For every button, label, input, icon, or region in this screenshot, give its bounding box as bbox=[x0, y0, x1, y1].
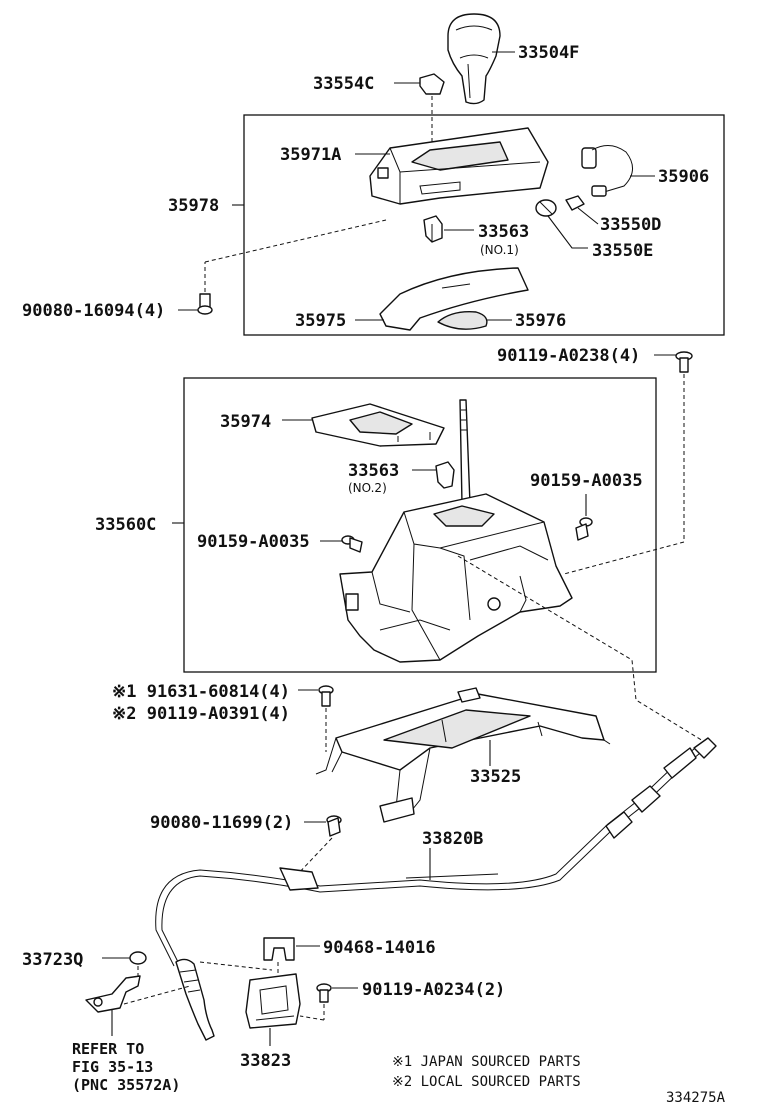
reference-line1: REFER TO bbox=[72, 1040, 144, 1058]
label-90080-11699: 90080-11699(2) bbox=[150, 813, 293, 833]
bulb bbox=[565, 195, 585, 211]
label-33554C: 33554C bbox=[313, 74, 374, 94]
label-90080-16094: 90080-16094(4) bbox=[22, 301, 165, 321]
label-33563-no2: 33563 bbox=[348, 461, 399, 481]
label-33550D: 33550D bbox=[600, 215, 661, 235]
label-35974: 35974 bbox=[220, 412, 271, 432]
shift-indicator-housing bbox=[369, 127, 549, 205]
reference-line3: (PNC 35572A) bbox=[72, 1076, 180, 1094]
shift-lever-housing bbox=[339, 493, 573, 663]
label-33525: 33525 bbox=[470, 767, 521, 787]
label-33550E: 33550E bbox=[592, 241, 653, 261]
bolt-90080-11699 bbox=[326, 815, 342, 837]
label-90468-14016: 90468-14016 bbox=[323, 938, 436, 958]
label-33823: 33823 bbox=[240, 1051, 291, 1071]
label-90119-A0391: ※2 90119-A0391(4) bbox=[112, 704, 290, 724]
cable-end-bracket bbox=[85, 975, 141, 1013]
upper-assembly-frame bbox=[243, 114, 725, 336]
label-35975: 35975 bbox=[295, 311, 346, 331]
label-33563-no2-sub: (NO.2) bbox=[348, 481, 387, 495]
slide-plate bbox=[437, 311, 488, 330]
cable-bracket bbox=[245, 973, 301, 1029]
label-90159-A0035-right: 90159-A0035 bbox=[530, 471, 643, 491]
bolt-90159-A0035-right bbox=[575, 517, 593, 541]
bolt-90159-A0035-left bbox=[341, 535, 363, 553]
release-button bbox=[419, 73, 445, 95]
shift-lever bbox=[459, 399, 471, 505]
label-35976: 35976 bbox=[515, 311, 566, 331]
lower-assembly-frame bbox=[183, 377, 657, 673]
label-33563-no1-sub: (NO.1) bbox=[480, 243, 519, 257]
diagram-id: 334275A bbox=[666, 1090, 726, 1106]
position-plate bbox=[311, 403, 445, 447]
label-35971A: 35971A bbox=[280, 145, 341, 165]
label-90119-A0238: 90119-A0238(4) bbox=[497, 346, 640, 366]
bulb-socket bbox=[535, 199, 557, 217]
clip-no2 bbox=[435, 461, 455, 489]
shift-lever-bracket bbox=[315, 687, 611, 823]
bolt-90119-A0234 bbox=[316, 983, 332, 1003]
reference-line2: FIG 35-13 bbox=[72, 1058, 153, 1076]
wire-harness bbox=[581, 145, 633, 197]
label-33723Q: 33723Q bbox=[22, 950, 83, 970]
label-33560C: 33560C bbox=[95, 515, 156, 535]
control-cable bbox=[155, 737, 717, 1041]
clip-90468-14016 bbox=[263, 937, 295, 961]
note-local-sourced: ※2 LOCAL SOURCED PARTS bbox=[392, 1074, 581, 1090]
clip-no1 bbox=[423, 215, 443, 243]
label-35978: 35978 bbox=[168, 196, 219, 216]
label-33563-no1: 33563 bbox=[478, 222, 529, 242]
label-33504F: 33504F bbox=[518, 43, 579, 63]
label-90159-A0035-left: 90159-A0035 bbox=[197, 532, 310, 552]
cable-bushing bbox=[129, 951, 147, 965]
label-33820B: 33820B bbox=[422, 829, 483, 849]
label-35906: 35906 bbox=[658, 167, 709, 187]
label-91631-60814: ※1 91631-60814(4) bbox=[112, 682, 290, 702]
label-90119-A0234: 90119-A0234(2) bbox=[362, 980, 505, 1000]
bolt-90080-16094 bbox=[197, 293, 213, 315]
shift-knob bbox=[447, 13, 501, 105]
bolt-91631-60814 bbox=[318, 685, 334, 707]
note-japan-sourced: ※1 JAPAN SOURCED PARTS bbox=[392, 1054, 581, 1070]
dust-cover bbox=[379, 267, 529, 331]
bolt-90119-A0238 bbox=[675, 351, 693, 373]
